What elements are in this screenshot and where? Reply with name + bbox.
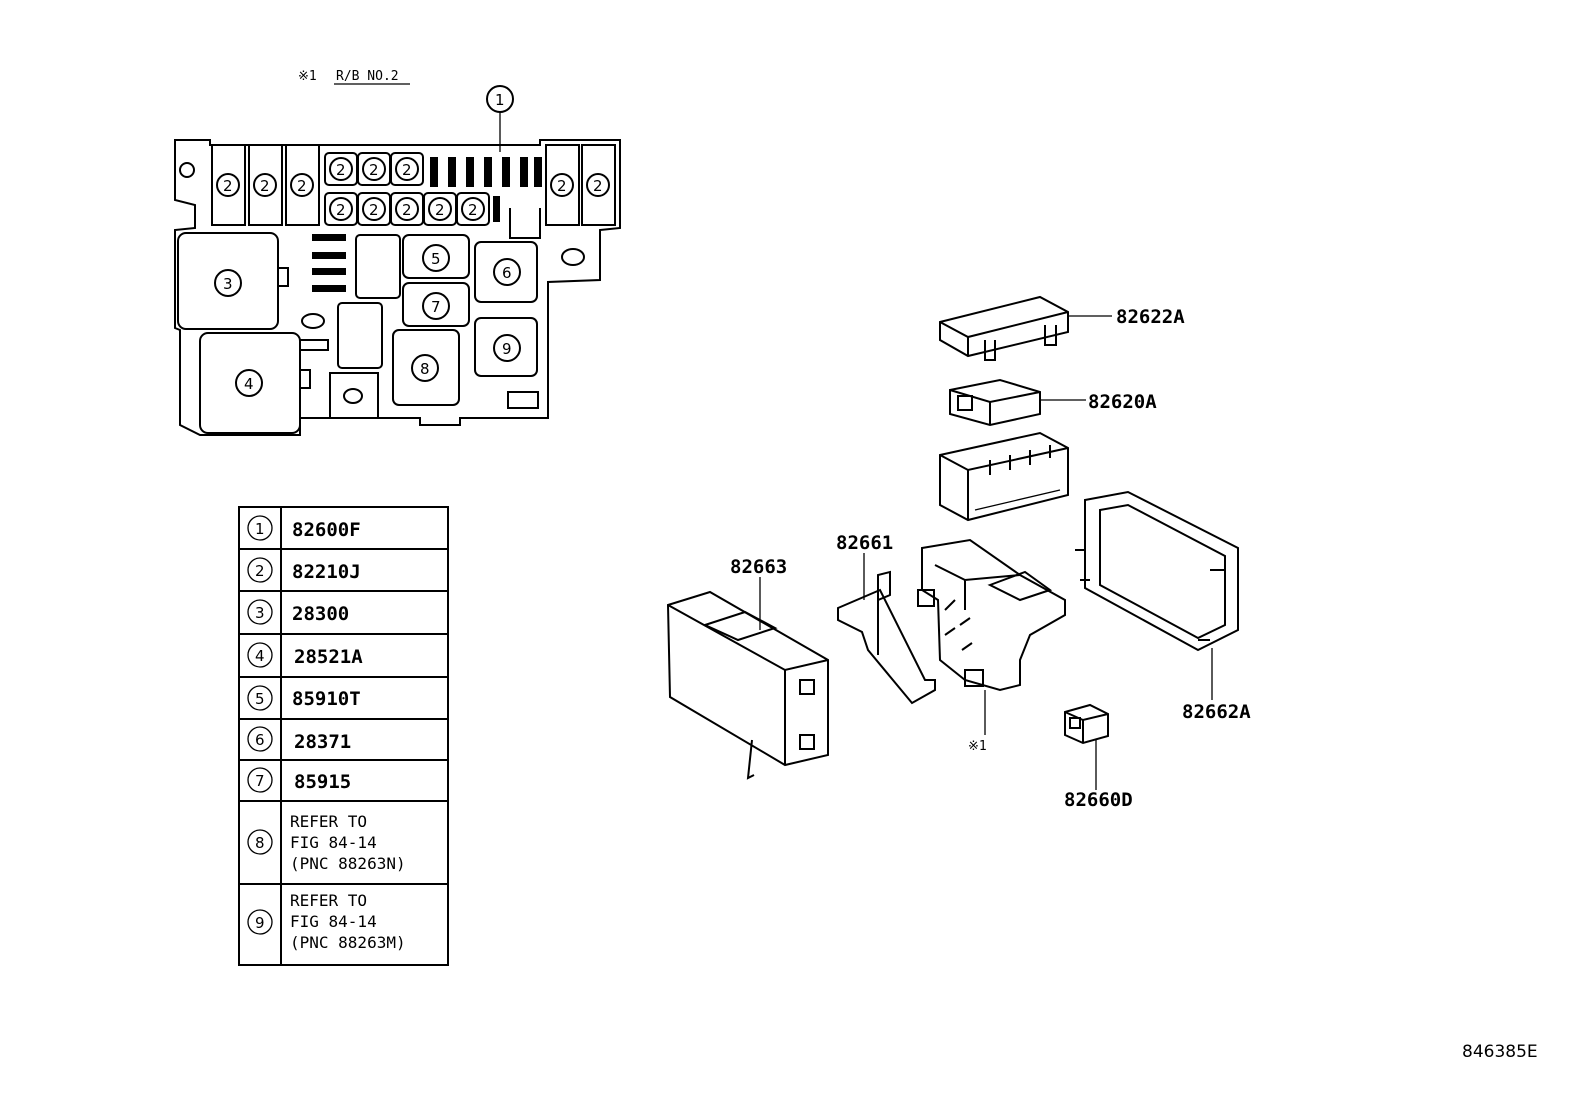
callout-4: 4 (244, 375, 254, 393)
legend-part-number: 82600F (292, 519, 361, 541)
legend-ref-line: REFER TO (290, 812, 367, 831)
legend-part-number: 85915 (294, 771, 351, 793)
legend-key: 7 (255, 772, 265, 790)
legend-part-number: 28300 (292, 603, 349, 625)
callout-1: 1 (495, 91, 505, 109)
legend-ref-line: (PNC 88263N) (290, 854, 406, 873)
callout-2: 2 (557, 177, 567, 195)
callout-9: 9 (502, 340, 512, 358)
part-82663-module (666, 577, 829, 780)
callout-2: 2 (297, 177, 307, 195)
part-82620A-block (949, 378, 1086, 427)
callout-3: 3 (223, 275, 233, 293)
label-82660D: 82660D (1064, 789, 1133, 811)
legend-ref-line: REFER TO (290, 891, 367, 910)
part-82662A-tray (1075, 490, 1239, 700)
callout-2: 2 (260, 177, 270, 195)
callout-7: 7 (431, 298, 441, 316)
legend-key: 1 (255, 520, 265, 538)
label-82663: 82663 (730, 556, 787, 578)
legend-key: 6 (255, 731, 265, 749)
figure-id: 846385E (1462, 1042, 1538, 1062)
legend-key: 5 (255, 690, 265, 708)
legend-part-number: 28521A (294, 646, 363, 668)
legend-key: 2 (255, 562, 265, 580)
legend-part-number: 82210J (292, 561, 361, 583)
rb-title: R/B NO.2 (336, 69, 399, 84)
label-82622A: 82622A (1116, 306, 1185, 328)
rb-title-mark: ※1 (298, 69, 317, 84)
part-housing (939, 431, 1069, 522)
part-82622A-cover (939, 295, 1112, 361)
callout-2: 2 (369, 161, 379, 179)
callout-2: 2 (402, 201, 412, 219)
callout-2: 2 (369, 201, 379, 219)
relay-block-top-view: 2 2 2 2 2 2 2 2 2 2 2 2 2 3 4 5 6 7 8 9 … (174, 85, 621, 436)
legend-table: 1 2 3 4 5 6 7 8 9 82600F 82210J 28300 28… (238, 506, 449, 966)
callout-2: 2 (435, 201, 445, 219)
legend-key: 8 (255, 834, 265, 852)
callout-2: 2 (336, 161, 346, 179)
legend-key: 9 (255, 914, 265, 932)
legend-ref-line: FIG 84-14 (290, 833, 377, 852)
callout-5: 5 (431, 250, 441, 268)
callout-6: 6 (502, 264, 512, 282)
mark-1: ※1 (968, 739, 987, 754)
callout-2: 2 (223, 177, 233, 195)
legend-part-number: 28371 (294, 731, 351, 753)
label-82662A: 82662A (1182, 701, 1251, 723)
callout-2: 2 (593, 177, 603, 195)
callout-2: 2 (402, 161, 412, 179)
label-82661: 82661 (836, 532, 893, 554)
legend-key: 4 (255, 647, 265, 665)
legend-ref-line: FIG 84-14 (290, 912, 377, 931)
callout-2: 2 (336, 201, 346, 219)
callout-2: 2 (468, 201, 478, 219)
part-relay-block-exploded (917, 538, 1066, 735)
label-82620A: 82620A (1088, 391, 1157, 413)
legend-part-number: 85910T (292, 688, 361, 710)
part-82661-bracket (837, 553, 936, 705)
legend-ref-line: (PNC 88263M) (290, 933, 406, 952)
legend-key: 3 (255, 604, 265, 622)
part-82660D (1064, 703, 1109, 790)
callout-8: 8 (420, 360, 430, 378)
